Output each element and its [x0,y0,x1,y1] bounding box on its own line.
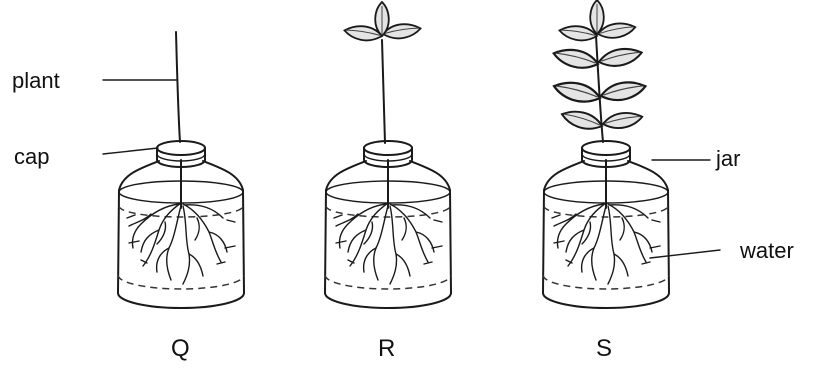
jar-r [325,141,451,308]
setup-r [325,2,451,308]
setup-label-r: R [378,335,395,362]
setup-label-s: S [596,335,612,362]
jar-s [543,141,669,308]
setup-q [118,32,244,308]
leaves-r [344,2,421,44]
plant-stem-r [382,40,385,143]
plant-stem-q [176,32,180,142]
plant-label: plant [12,68,60,93]
setup-s [543,0,669,308]
setup-label-q: Q [171,335,190,362]
jar-label: jar [715,146,740,171]
cap-pointer-line [103,148,158,154]
water-pointer-line [650,250,720,258]
cap-label: cap [14,144,49,169]
jar-q [118,141,244,308]
water-label: water [739,238,794,263]
